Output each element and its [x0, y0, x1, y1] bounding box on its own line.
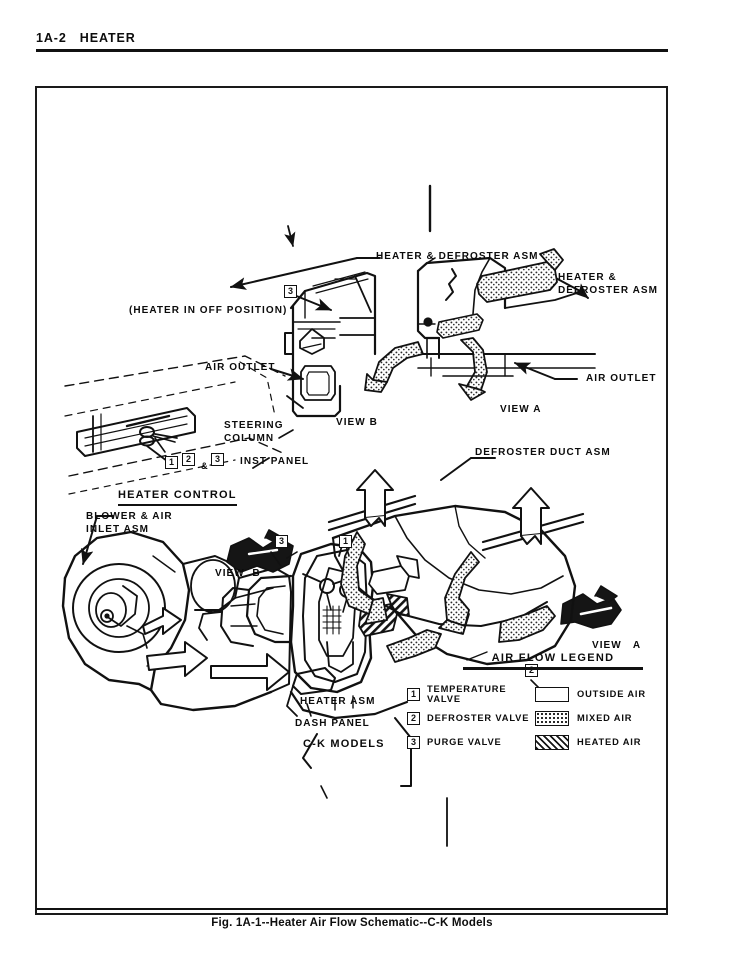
callout-2-inst-panel[interactable]: 2 — [182, 453, 195, 466]
legend-air-label: HEATED AIR — [577, 737, 642, 747]
legend-air-item: MIXED AIR — [535, 710, 633, 726]
legend-title: AIR FLOW LEGEND — [491, 652, 615, 664]
legend-valve-item: 3 PURGE VALVE — [407, 735, 535, 749]
legend-title-rule — [463, 667, 643, 670]
legend-valve-item: 2 DEFROSTER VALVE — [407, 711, 535, 725]
label-view-b-top: VIEW B — [336, 417, 378, 428]
legend-air-label: OUTSIDE AIR — [577, 689, 646, 699]
callout-3-inst-panel[interactable]: 3 — [211, 453, 224, 466]
label-blower-air-inlet-asm: BLOWER & AIR INLET ASM — [86, 511, 173, 535]
label-view-b-lower: VIEW B — [215, 568, 261, 579]
legend-row: 1 TEMPERATURE VALVE OUTSIDE AIR — [407, 682, 657, 706]
legend-valve-number: 2 — [407, 711, 420, 725]
label-air-outlet-right: AIR OUTLET — [586, 373, 657, 384]
legend-valve-label: TEMPERATURE VALVE — [427, 684, 507, 704]
legend-valve-number: 1 — [407, 687, 420, 701]
figure-caption-block: Fig. 1A-1--Heater Air Flow Schematic--C-… — [36, 908, 668, 929]
label-c-k-models: C-K MODELS — [303, 738, 385, 750]
label-dash-panel: DASH PANEL — [295, 718, 370, 729]
figure-caption: Fig. 1A-1--Heater Air Flow Schematic--C-… — [211, 917, 493, 929]
page-header-rule — [36, 49, 668, 52]
label-marker-conjunction: & — [201, 461, 209, 471]
label-heater-in-off-position: (HEATER IN OFF POSITION) — [129, 305, 288, 316]
swatch-outside-air — [535, 686, 569, 702]
air-flow-legend: AIR FLOW LEGEND 1 TEMPERATURE VALVE OUTS… — [407, 652, 657, 750]
swatch-heated-air — [535, 734, 569, 750]
label-view-a-top: VIEW A — [500, 404, 542, 415]
figure-artwork — [35, 86, 668, 915]
callout-3-view-b-lower[interactable]: 3 — [275, 535, 288, 548]
legend-air-label: MIXED AIR — [577, 713, 633, 723]
legend-valve-item: 1 TEMPERATURE VALVE — [407, 684, 535, 704]
page-header-text: 1A-2 HEATER — [36, 31, 136, 45]
label-view-a-lower: VIEW A — [592, 640, 642, 651]
legend-air-item: OUTSIDE AIR — [535, 686, 646, 702]
swatch-mixed-air — [535, 710, 569, 726]
label-inst-panel: INST PANEL — [240, 456, 310, 467]
label-heater-control: HEATER CONTROL — [118, 489, 237, 506]
label-heater-defroster-asm-top: HEATER & DEFROSTER ASM — [376, 251, 539, 262]
label-heater-asm: HEATER ASM — [300, 696, 376, 707]
label-steering-column: STEERING COLUMN — [224, 420, 284, 444]
callout-1-heater-asm[interactable]: 1 — [339, 535, 352, 548]
figure-frame — [35, 86, 668, 915]
label-defroster-duct-asm: DEFROSTER DUCT ASM — [475, 447, 611, 458]
legend-row: 2 DEFROSTER VALVE MIXED AIR — [407, 706, 657, 730]
legend-valve-label: PURGE VALVE — [427, 737, 502, 747]
caption-rule — [36, 908, 668, 910]
legend-valve-number: 3 — [407, 735, 420, 749]
page-header: 1A-2 HEATER — [36, 30, 668, 56]
callout-3-view-b-top[interactable]: 3 — [284, 285, 297, 298]
legend-grid: 1 TEMPERATURE VALVE OUTSIDE AIR 2 DEFROS… — [407, 682, 657, 754]
label-heater-defroster-asm-right: HEATER & DEFROSTER ASM — [558, 272, 658, 296]
legend-valve-label: DEFROSTER VALVE — [427, 713, 530, 723]
legend-row: 3 PURGE VALVE HEATED AIR — [407, 730, 657, 754]
callout-1-inst-panel[interactable]: 1 — [165, 456, 178, 469]
legend-air-item: HEATED AIR — [535, 734, 642, 750]
label-air-outlet-left: AIR OUTLET — [205, 362, 276, 373]
